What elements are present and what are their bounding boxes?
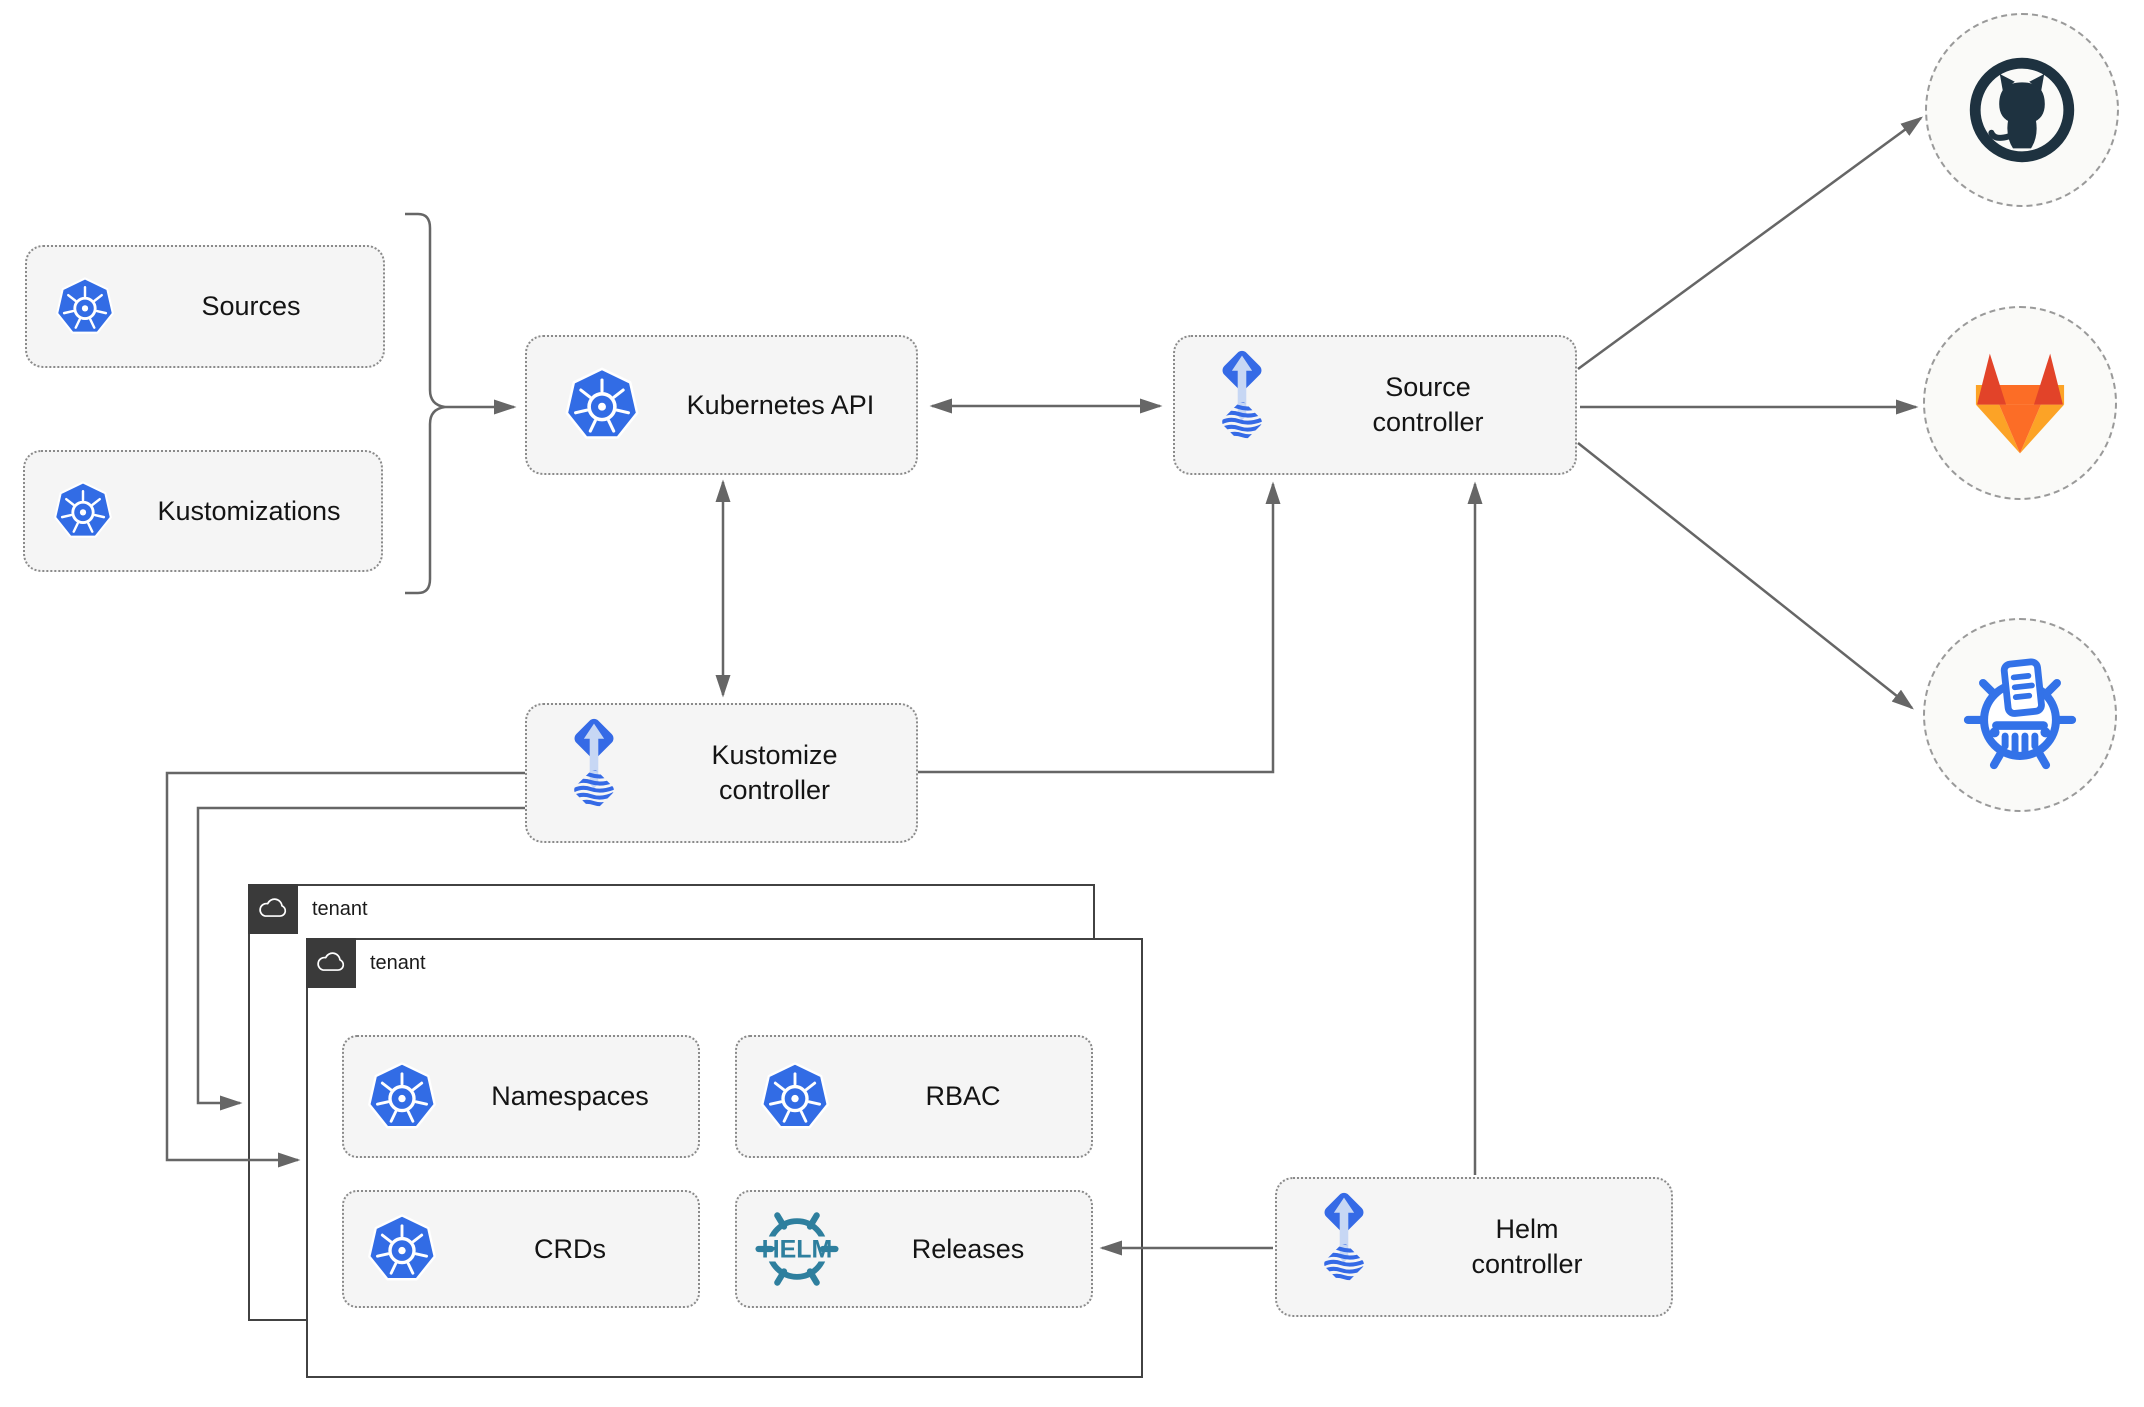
cloud-icon bbox=[256, 897, 290, 921]
flux-icon bbox=[1305, 1189, 1383, 1306]
node-label: Sources bbox=[201, 291, 301, 322]
external-github bbox=[1925, 13, 2119, 207]
kubernetes-icon bbox=[362, 1057, 442, 1137]
brace-sources-group bbox=[405, 212, 446, 595]
flux-icon bbox=[1203, 347, 1281, 464]
node-releases: HELM Releases bbox=[735, 1190, 1093, 1308]
chartmuseum-icon bbox=[1958, 653, 2082, 777]
tenant-tab bbox=[248, 884, 298, 934]
node-label: Kustomizations bbox=[157, 495, 341, 526]
kubernetes-icon bbox=[51, 273, 119, 341]
node-label: RBAC bbox=[925, 1081, 1001, 1112]
kubernetes-icon bbox=[559, 362, 645, 448]
tenant-label: tenant bbox=[312, 897, 368, 920]
tenant-tab bbox=[306, 938, 356, 988]
node-kubernetes-api: Kubernetes API bbox=[525, 335, 918, 475]
node-label: Source controller bbox=[1372, 372, 1484, 437]
edge-source-to-github bbox=[1577, 116, 1924, 371]
helm-icon: HELM bbox=[755, 1212, 839, 1286]
cloud-icon bbox=[314, 951, 348, 975]
node-label: Kubernetes API bbox=[686, 389, 875, 420]
tenant-box-front: tenant bbox=[306, 938, 1143, 1378]
tenant-label: tenant bbox=[370, 951, 426, 974]
node-label: Helm controller bbox=[1471, 1214, 1583, 1279]
node-kustomizations: Kustomizations bbox=[23, 450, 383, 572]
edge-source-to-chartmuseum bbox=[1577, 442, 1914, 710]
gitlab-icon bbox=[1962, 350, 2078, 457]
node-label: Releases bbox=[911, 1233, 1025, 1264]
node-crds: CRDs bbox=[342, 1190, 700, 1308]
external-chartmuseum bbox=[1923, 618, 2117, 812]
node-sources: Sources bbox=[25, 245, 385, 368]
node-namespaces: Namespaces bbox=[342, 1035, 700, 1158]
node-kustomize-controller: Kustomize controller bbox=[525, 703, 918, 843]
kubernetes-icon bbox=[362, 1209, 442, 1289]
node-label: Namespaces bbox=[491, 1081, 649, 1112]
external-gitlab bbox=[1923, 306, 2117, 500]
flux-icon bbox=[555, 715, 633, 832]
node-label: Kustomize controller bbox=[711, 740, 838, 805]
node-rbac: RBAC bbox=[735, 1035, 1093, 1158]
kubernetes-icon bbox=[755, 1057, 835, 1137]
node-source-controller: Source controller bbox=[1173, 335, 1577, 475]
helm-logo-text: HELM bbox=[762, 1236, 833, 1264]
node-label: CRDs bbox=[534, 1233, 606, 1264]
github-icon bbox=[1962, 50, 2082, 170]
edge-kustomize-to-source bbox=[918, 481, 1281, 774]
kubernetes-icon bbox=[49, 477, 117, 545]
node-helm-controller: Helm controller bbox=[1275, 1177, 1673, 1317]
